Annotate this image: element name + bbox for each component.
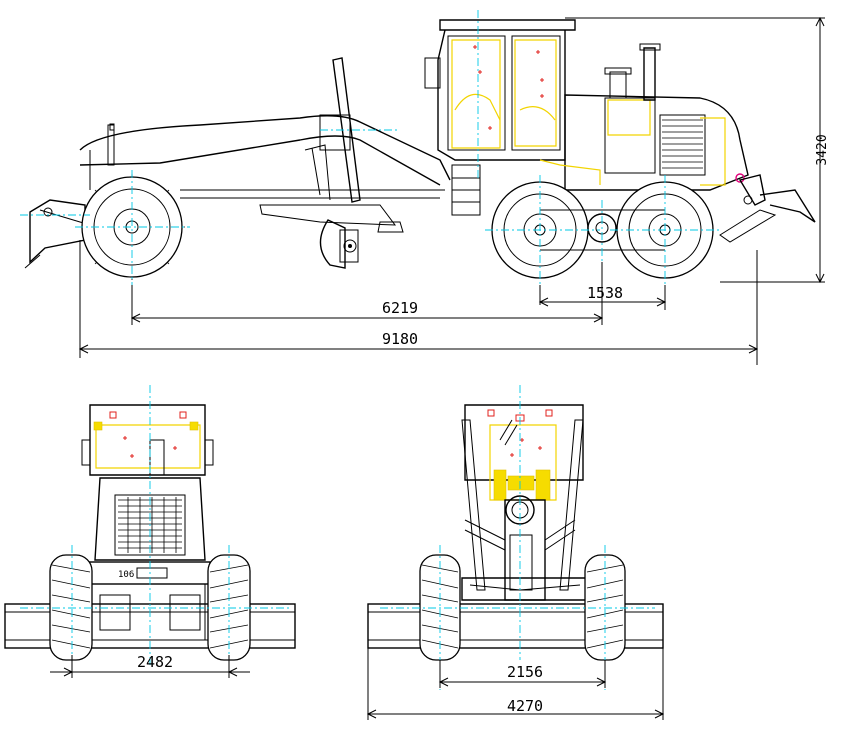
- height-dimension: 3420: [815, 134, 830, 165]
- blade-width-dimension: 4270: [507, 697, 543, 715]
- side-blade-lift: [259, 57, 404, 269]
- side-frame: [24, 115, 451, 269]
- rear-view: 2156 4270: [366, 385, 665, 720]
- side-centerlines: [20, 10, 720, 285]
- front-plate-number: 106: [118, 570, 134, 580]
- front-left-wheel: [49, 554, 93, 661]
- front-view: 106 2482: [4, 385, 296, 678]
- tandem-dimension: 1538: [587, 284, 623, 302]
- side-ripper: [719, 174, 816, 243]
- side-view: 3420 6219 1538 9180: [20, 10, 830, 365]
- wheelbase-dimension: 6219: [382, 299, 418, 317]
- side-engine: [539, 43, 749, 191]
- front-track-dimension: 2482: [137, 653, 173, 671]
- side-dimensions: [78, 16, 825, 365]
- overall-length-dimension: 9180: [382, 330, 418, 348]
- side-cab: [424, 19, 576, 216]
- rear-track-dimension: 2156: [507, 663, 543, 681]
